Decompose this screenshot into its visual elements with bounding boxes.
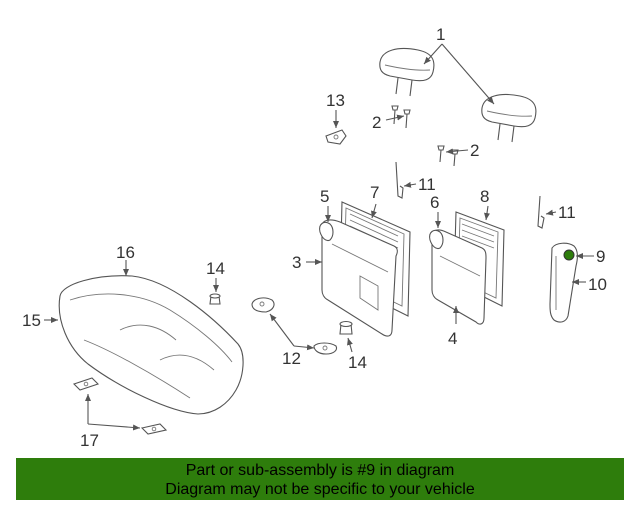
bracket-13[interactable] [325,129,347,145]
seatback-left[interactable] [319,219,398,337]
callout-9: 9 [596,247,605,266]
latch-lower[interactable] [313,342,338,355]
info-banner: Part or sub-assembly is #9 in diagram Di… [16,458,624,500]
callout-2-upper: 2 [372,113,381,132]
callout-4: 4 [448,329,457,348]
clip-upper[interactable] [209,293,221,305]
headrest-guide-lower[interactable] [437,145,459,167]
callout-12: 12 [282,349,301,368]
callout-8: 8 [480,187,489,206]
hook-right[interactable] [537,195,545,229]
callout-17: 17 [80,431,99,450]
hook-center[interactable] [395,161,404,199]
seatback-right[interactable] [429,229,487,325]
callout-2-lower: 2 [470,141,479,160]
banner-line-2: Diagram may not be specific to your vehi… [165,481,475,498]
headrest-guide-upper[interactable] [391,105,411,129]
callout-5: 5 [320,187,329,206]
side-bolster[interactable] [549,242,578,323]
headrest-right[interactable] [481,93,537,143]
callout-11-right: 11 [558,203,576,222]
banner-line-1: Part or sub-assembly is #9 in diagram [185,462,455,479]
callout-13: 13 [326,91,345,110]
callout-14-upper: 14 [206,259,225,278]
callout-14-lower: 14 [348,353,367,372]
seat-cushion[interactable] [58,275,244,415]
callout-7: 7 [370,183,379,202]
callout-6: 6 [430,193,439,212]
parts-diagram: 1 2 2 13 11 11 [22,25,607,450]
callout-1: 1 [436,25,445,44]
callout-3: 3 [292,253,301,272]
clip-lower[interactable] [339,320,353,335]
callout-10: 10 [588,275,607,294]
callout-15: 15 [22,311,41,330]
headrest-left[interactable] [379,47,435,97]
cushion-hook-lower[interactable] [140,423,168,435]
highlighted-part-9[interactable] [563,249,575,261]
callout-16: 16 [116,243,135,262]
cushion-hook-upper[interactable] [72,377,100,391]
callout-11-center: 11 [418,175,436,194]
latch-upper[interactable] [251,297,275,313]
